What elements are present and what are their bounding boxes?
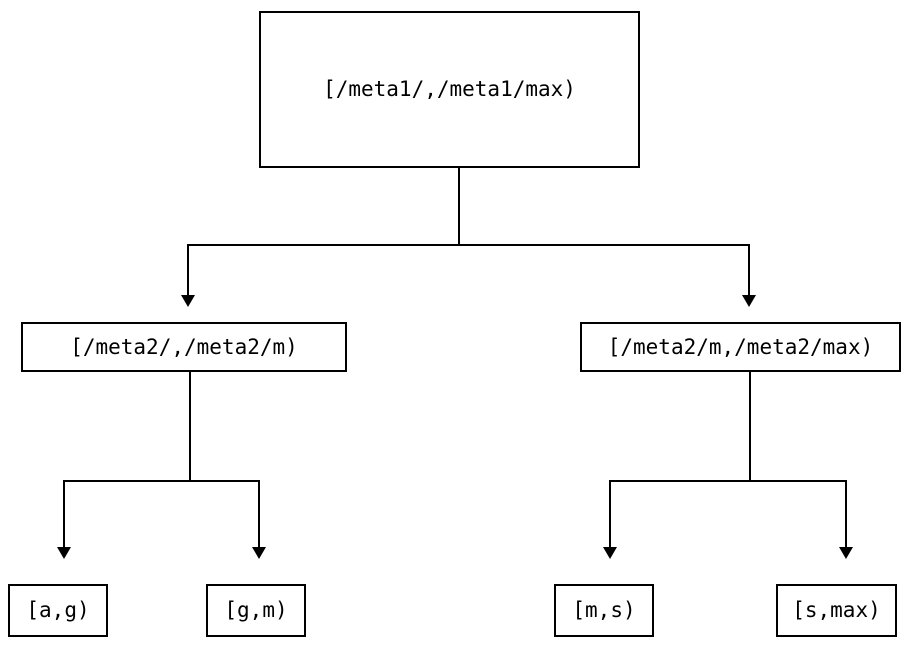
node-mid-left-label: [/meta2/,/meta2/m) xyxy=(70,334,298,359)
edge-mid-left-bar xyxy=(63,480,260,482)
edge-root-bar xyxy=(187,244,750,246)
edge-mid-left-stem xyxy=(189,372,191,481)
arrowhead-leaf-3 xyxy=(603,547,617,559)
node-root-label: [/meta1/,/meta1/max) xyxy=(323,77,576,101)
arrowhead-leaf-4 xyxy=(839,547,853,559)
edge-mid-right-bar xyxy=(609,480,847,482)
edge-root-to-mid-right xyxy=(748,244,750,295)
node-leaf-3-label: [m,s) xyxy=(572,598,636,622)
node-leaf-2-label: [g,m) xyxy=(224,598,288,622)
edge-mid-right-to-leaf-3 xyxy=(609,480,611,547)
arrowhead-leaf-2 xyxy=(252,547,266,559)
edge-mid-right-stem xyxy=(749,372,751,481)
edge-root-stem xyxy=(458,168,460,245)
arrowhead-mid-right xyxy=(742,295,756,307)
node-leaf-1-label: [a,g) xyxy=(26,598,90,622)
node-leaf-1[interactable]: [a,g) xyxy=(8,584,108,637)
node-leaf-3[interactable]: [m,s) xyxy=(554,584,654,637)
node-root[interactable]: [/meta1/,/meta1/max) xyxy=(259,11,640,168)
node-mid-left[interactable]: [/meta2/,/meta2/m) xyxy=(21,322,347,372)
arrowhead-leaf-1 xyxy=(57,547,71,559)
edge-mid-left-to-leaf-1 xyxy=(63,480,65,547)
node-mid-right-label: [/meta2/m,/meta2/max) xyxy=(607,334,874,359)
node-leaf-2[interactable]: [g,m) xyxy=(206,584,306,637)
node-mid-right[interactable]: [/meta2/m,/meta2/max) xyxy=(580,322,901,372)
arrowhead-mid-left xyxy=(181,295,195,307)
edge-mid-left-to-leaf-2 xyxy=(258,480,260,547)
node-leaf-4-label: [s,max) xyxy=(792,598,881,622)
edge-mid-right-to-leaf-4 xyxy=(845,480,847,547)
edge-root-to-mid-left xyxy=(187,244,189,295)
node-leaf-4[interactable]: [s,max) xyxy=(776,584,897,637)
